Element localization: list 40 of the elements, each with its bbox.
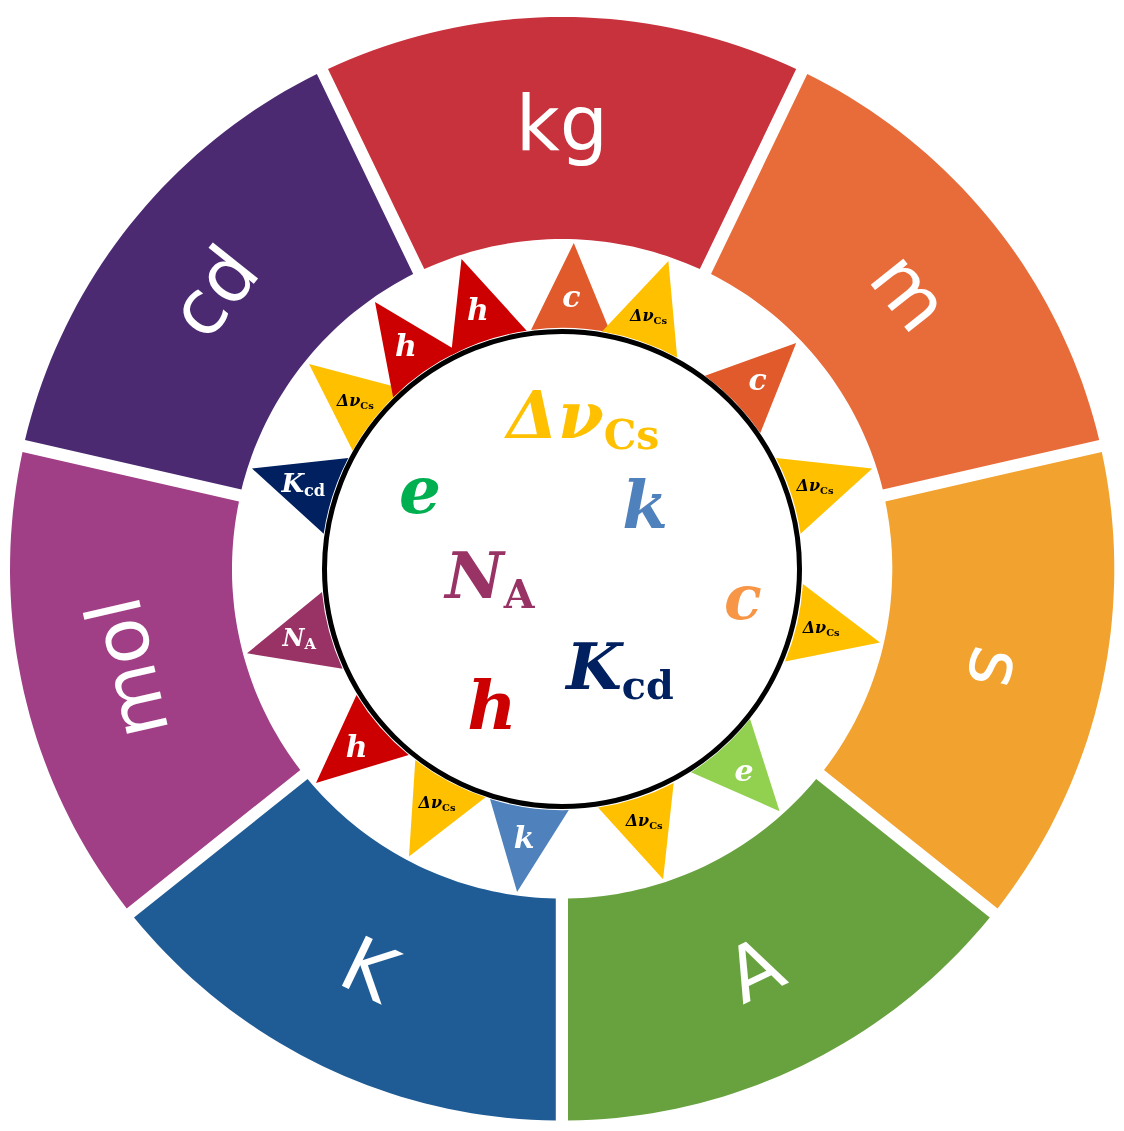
unit-segment [134,779,556,1121]
constant-symbol: Δν$_{Cs}$ [802,620,840,638]
constant-triangle [775,457,873,534]
constant-symbol: Δν$_{Cs}$ [625,813,663,831]
constant-triangle [597,782,674,880]
constant-symbol: e [399,457,441,523]
constant-symbol: N$_{A}$ [282,626,316,653]
constant-triangle [784,583,880,662]
constant-symbol: e [734,756,754,787]
constant-symbol: K$_{cd}$ [281,470,326,500]
unit-label: cd [156,232,272,351]
constant-symbol: c [562,282,581,313]
constant-symbol: Δν$_{Cs}$ [506,382,660,456]
unit-label: A [715,924,795,1016]
constant-symbol: k [622,472,668,538]
unit-label: K [329,924,408,1015]
unit-label: s [954,640,1038,696]
constant-symbol: K$_{cd}$ [566,634,674,706]
constant-triangle [450,258,527,356]
constant-symbol: h [395,331,417,362]
constant-symbol: h [467,295,489,326]
constant-symbol: N$_{A}$ [445,543,535,615]
constant-triangle [601,260,677,358]
constant-symbol: k [513,823,535,854]
unit-label: m [857,238,963,345]
constant-symbol: c [748,365,767,396]
constant-triangle [489,798,569,892]
constant-symbol: h [345,732,368,763]
constant-symbol: c [724,567,762,629]
unit-segment [327,17,797,270]
constant-symbol: Δν$_{Cs}$ [336,392,374,411]
constant-triangle [408,760,486,857]
constant-symbol: Δν$_{Cs}$ [796,478,834,496]
unit-label: mol [75,590,181,746]
unit-segment [568,779,990,1121]
constant-symbol: Δν$_{Cs}$ [630,308,668,327]
constant-symbol: Δν$_{Cs}$ [418,795,456,813]
constant-symbol: h [467,671,517,739]
constant-triangle [530,243,611,333]
constant-triangle [247,592,343,669]
